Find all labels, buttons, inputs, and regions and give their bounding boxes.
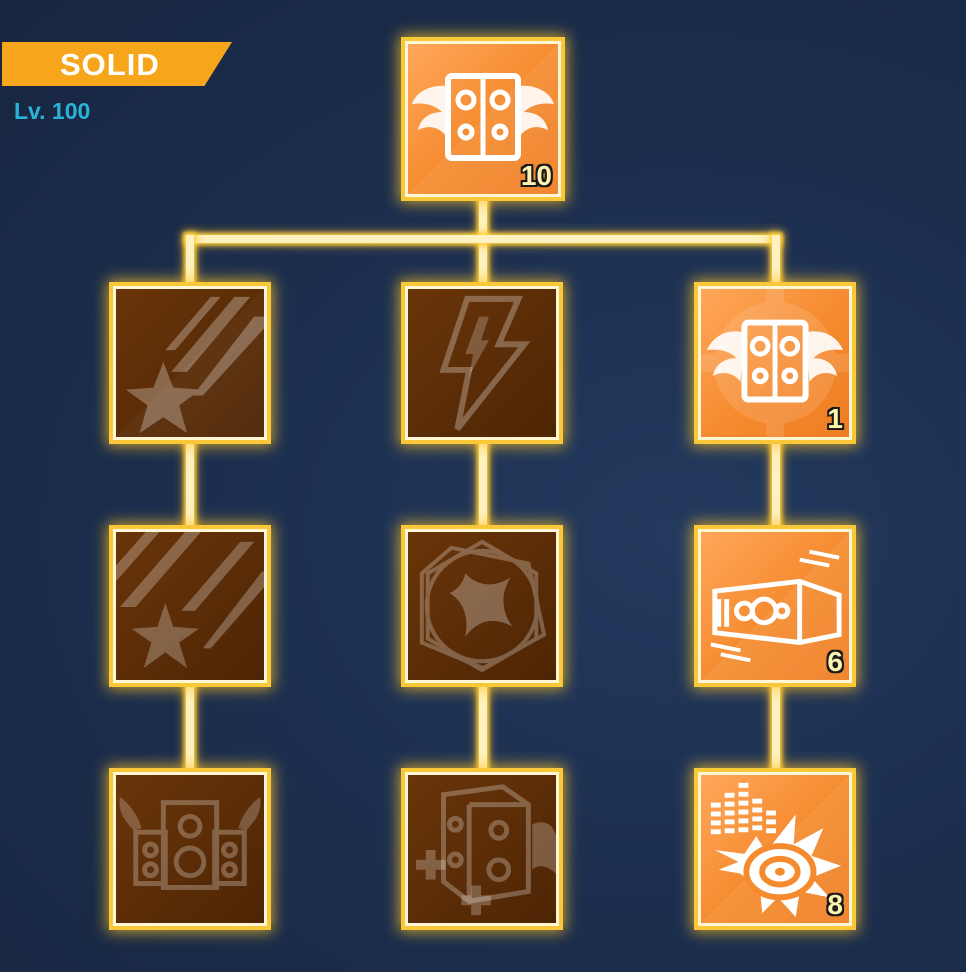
connector-left-2-3 [186, 684, 194, 774]
class-badge: SOLID [2, 42, 232, 86]
skill-node-middle-3[interactable] [405, 772, 559, 926]
skill-node-left-3[interactable] [113, 772, 267, 926]
connector-right-top [772, 235, 780, 288]
shooting-star-icon [116, 289, 264, 437]
skill-node-right-3[interactable]: 8 [698, 772, 852, 926]
equalizer-disc-icon [701, 775, 849, 923]
connector-left-top [186, 235, 194, 288]
skill-level-number: 1 [827, 403, 843, 434]
skill-node-right-2[interactable]: 6 [698, 529, 852, 683]
winged-speaker-gear-icon [701, 289, 849, 437]
connector-middle-1-2 [479, 440, 487, 530]
skill-node-middle-2[interactable] [405, 529, 559, 683]
amplifier-icon [701, 532, 849, 680]
skill-node-left-1[interactable] [113, 286, 267, 440]
speaker-plus-icon [415, 784, 556, 916]
connector-middle-2-3 [479, 684, 487, 774]
winged-speaker-stack-icon [119, 796, 261, 890]
connector-left-1-2 [186, 440, 194, 530]
skill-node-root[interactable]: 10 [405, 41, 561, 197]
class-label: SOLID [60, 47, 160, 82]
meteor-star-icon [116, 532, 264, 669]
skill-level-number: 6 [827, 646, 843, 677]
skill-level-number: 10 [520, 160, 552, 191]
skill-level-number: 8 [827, 889, 843, 920]
skill-node-middle-1[interactable] [405, 286, 559, 440]
diamond-star-icon [419, 539, 547, 673]
skill-node-left-2[interactable] [113, 529, 267, 683]
lightning-bolt-icon [439, 295, 531, 431]
skill-node-right-1[interactable]: 1 [698, 286, 852, 440]
connector-right-2-3 [772, 684, 780, 774]
winged-speaker-icon [408, 44, 558, 194]
level-label: Lv. 100 [14, 98, 91, 124]
connector-horizontal [186, 235, 780, 243]
connector-right-1-2 [772, 440, 780, 530]
